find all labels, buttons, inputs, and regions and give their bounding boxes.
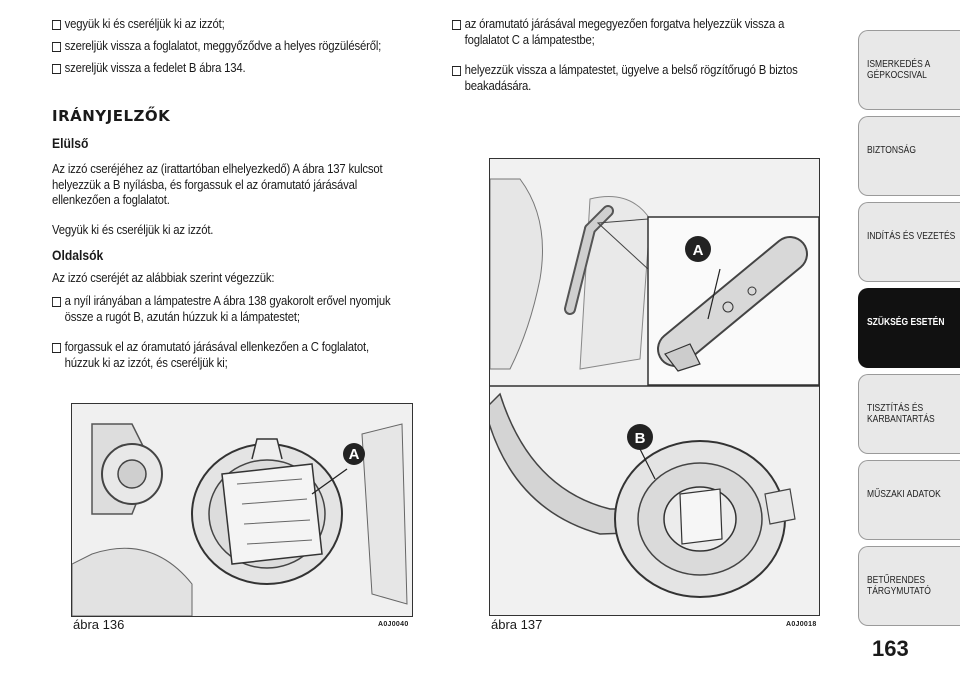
tab-targymutato[interactable]: BETŰRENDES TÁRGYMUTATÓ [858,546,960,626]
callout-a-marker [343,443,365,465]
tab-szukseg-eseten[interactable]: SZÜKSÉG ESETÉN [858,288,960,368]
checkbox-bullet-icon [452,20,461,30]
tab-biztonsag[interactable]: BIZTONSÁG [858,116,960,196]
bullet-item: helyezzük vissza a lámpatestet, ügyelve … [452,63,807,94]
tab-muszaki-adatok[interactable]: MŰSZAKI ADATOK [858,460,960,540]
checkbox-bullet-icon [452,66,461,76]
tab-inditas[interactable]: INDÍTÁS ÉS VEZETÉS [858,202,960,282]
checkbox-bullet-icon [52,64,61,74]
figure-136-caption: ábra 136 [73,617,125,632]
tab-tisztitas[interactable]: TISZTÍTÁS ÉS KARBANTARTÁS [858,374,960,454]
checkbox-bullet-icon [52,42,61,52]
bullet-item: szereljük vissza a foglalatot, meggyőződ… [52,39,456,55]
side-heading: Oldalsók [52,248,104,263]
checkbox-bullet-icon [52,297,61,307]
callout-a-label: A [693,242,704,259]
callout-b-label: B [635,430,646,447]
front-paragraph-2: Vegyük ki és cseréljük ki az izzót. [52,223,214,237]
checkbox-bullet-icon [52,20,61,30]
headlamp-bulb-illustration: A [72,404,412,616]
figure-136: A [71,403,413,617]
side-intro: Az izzó cseréjét az alábbiak szerint vég… [52,271,275,285]
turn-signal-illustration: A B [490,159,819,615]
figure-137-caption: ábra 137 [491,617,543,632]
figure-137-code: A0J0018 [786,621,817,628]
figure-137: A B [489,158,820,616]
bullet-item: szereljük vissza a fedelet B ábra 134. [52,61,456,77]
section-title: IRÁNYJELZŐK [52,107,171,125]
callout-a-marker [685,236,711,262]
bullet-item: az óramutató járásával megegyezően forga… [452,17,807,48]
callout-b-marker [627,424,653,450]
bullet-item: vegyük ki és cseréljük ki az izzót; [52,17,456,33]
bullet-item: forgassuk el az óramutató járásával elle… [52,340,398,371]
front-heading: Elülső [52,136,89,151]
page-number: 163 [872,636,909,661]
tab-ismerkedes[interactable]: ISMERKEDÉS A GÉPKOCSIVAL [858,30,960,110]
figure-136-code: A0J0040 [378,621,409,628]
checkbox-bullet-icon [52,343,61,353]
bullet-item: a nyíl irányában a lámpatestre A ábra 13… [52,294,398,325]
front-paragraph: Az izzó cseréjéhez az (irattartóban elhe… [52,162,383,207]
callout-a-label: A [349,446,360,463]
